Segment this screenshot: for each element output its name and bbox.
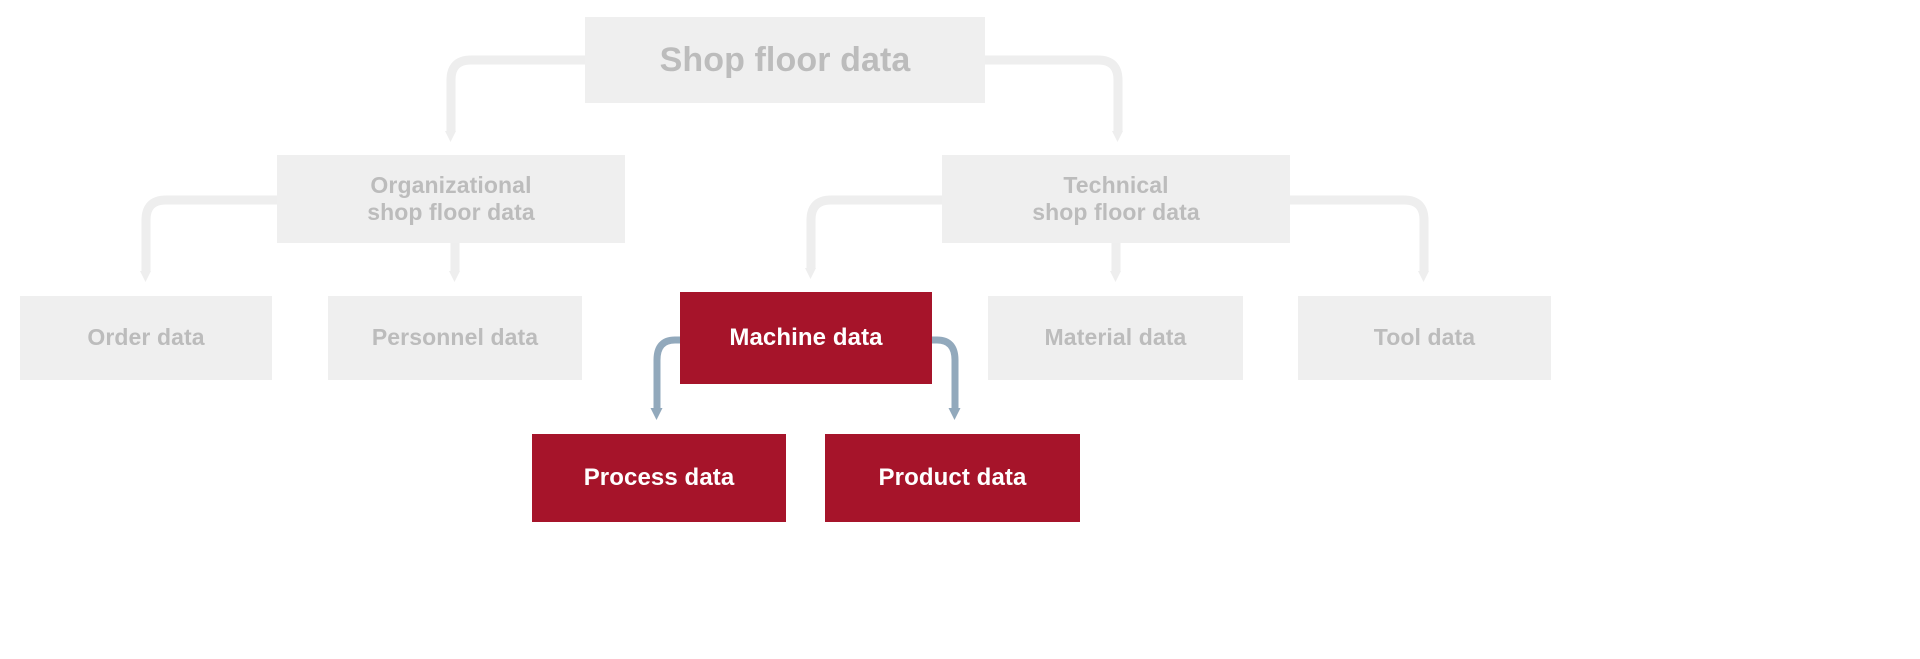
node-label: Shop floor data [659, 40, 911, 79]
node-order-data[interactable]: Order data [20, 296, 272, 380]
edge-root-to-technical [985, 55, 1123, 142]
node-label: Machine data [729, 323, 883, 351]
node-tool-data[interactable]: Tool data [1298, 296, 1551, 380]
node-technical-shop-floor-data[interactable]: Technical shop floor data [942, 155, 1290, 243]
node-product-data[interactable]: Product data [825, 434, 1080, 522]
node-shop-floor-data[interactable]: Shop floor data [585, 17, 985, 103]
node-label: Personnel data [371, 324, 539, 351]
node-personnel-data[interactable]: Personnel data [328, 296, 582, 380]
edge-root-to-organizational [445, 55, 585, 142]
node-label: Technical shop floor data [1032, 171, 1200, 225]
edge-technical-to-tool [1290, 195, 1429, 282]
edge-machine-to-process [650, 336, 680, 420]
node-label: Material data [1044, 324, 1187, 351]
node-material-data[interactable]: Material data [988, 296, 1243, 380]
node-label: Product data [878, 463, 1027, 491]
edge-technical-to-machine [805, 195, 942, 279]
node-machine-data[interactable]: Machine data [680, 292, 932, 384]
node-label: Tool data [1373, 324, 1476, 351]
node-label: Organizational shop floor data [367, 171, 535, 225]
node-organizational-shop-floor-data[interactable]: Organizational shop floor data [277, 155, 625, 243]
edge-machine-to-product [932, 336, 961, 420]
node-label: Order data [87, 324, 205, 351]
node-process-data[interactable]: Process data [532, 434, 786, 522]
edge-organizational-to-order [140, 195, 277, 282]
node-label: Process data [583, 463, 735, 491]
